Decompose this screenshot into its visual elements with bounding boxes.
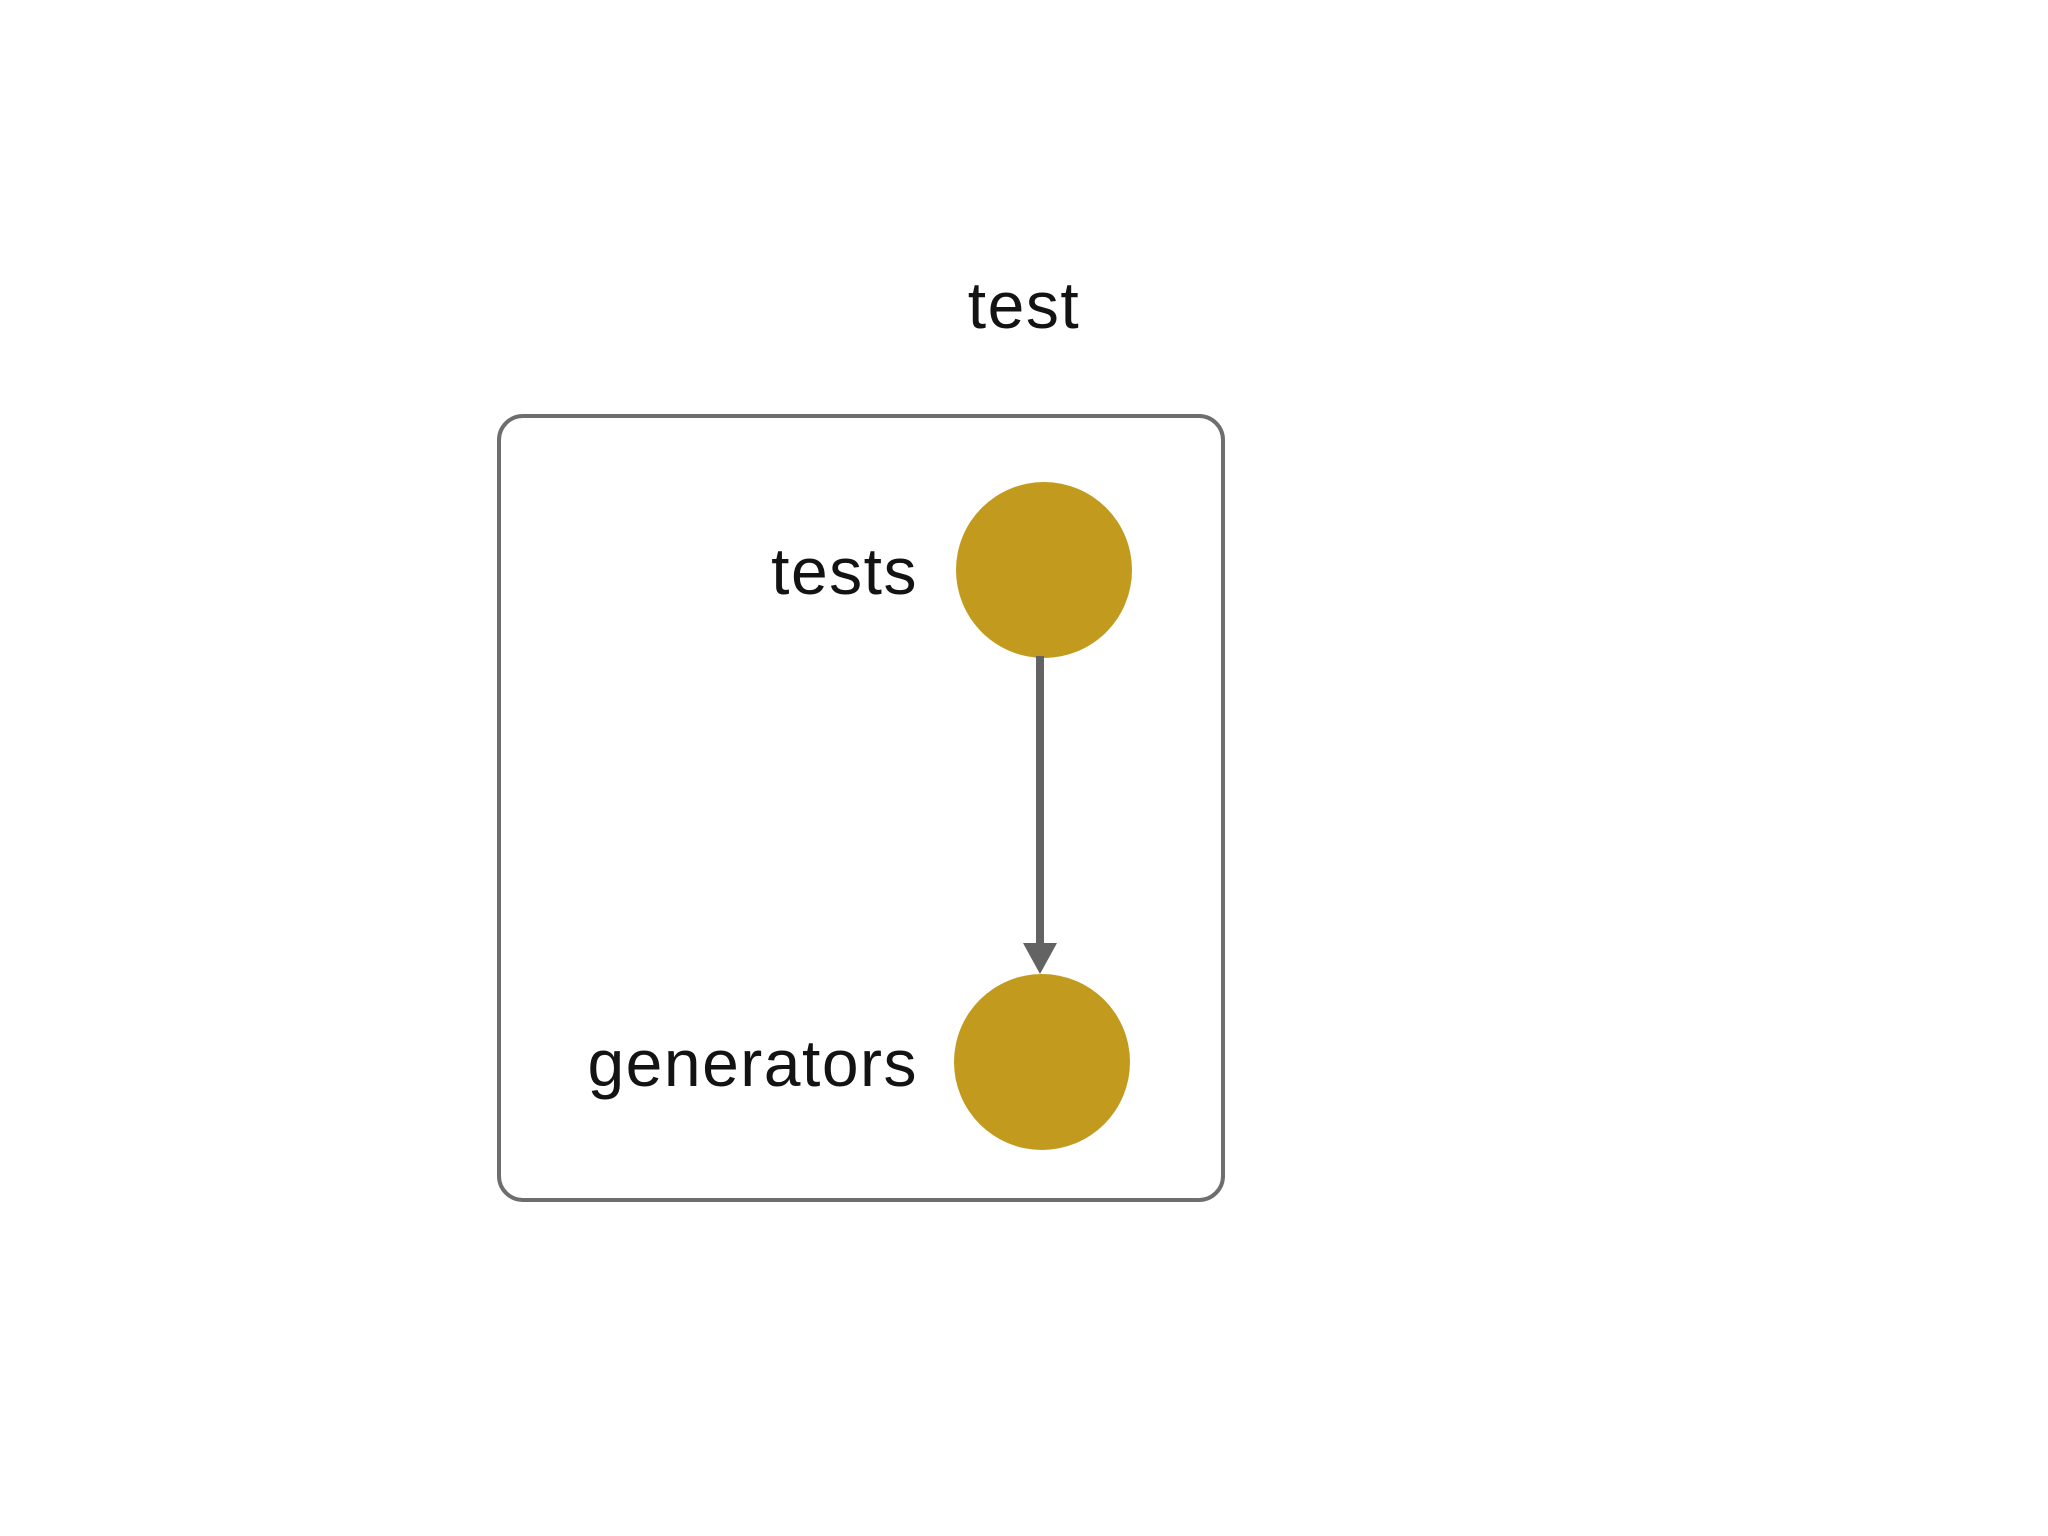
- edge-arrow: [1023, 656, 1057, 974]
- node-label-generators: generators: [587, 1026, 918, 1100]
- node-tests: [956, 482, 1132, 658]
- edge-arrowhead-icon: [1023, 943, 1057, 974]
- node-generators: [954, 974, 1130, 1150]
- diagram-title: test: [967, 268, 1081, 342]
- node-label-tests: tests: [771, 534, 918, 608]
- cluster-box: [497, 414, 1225, 1202]
